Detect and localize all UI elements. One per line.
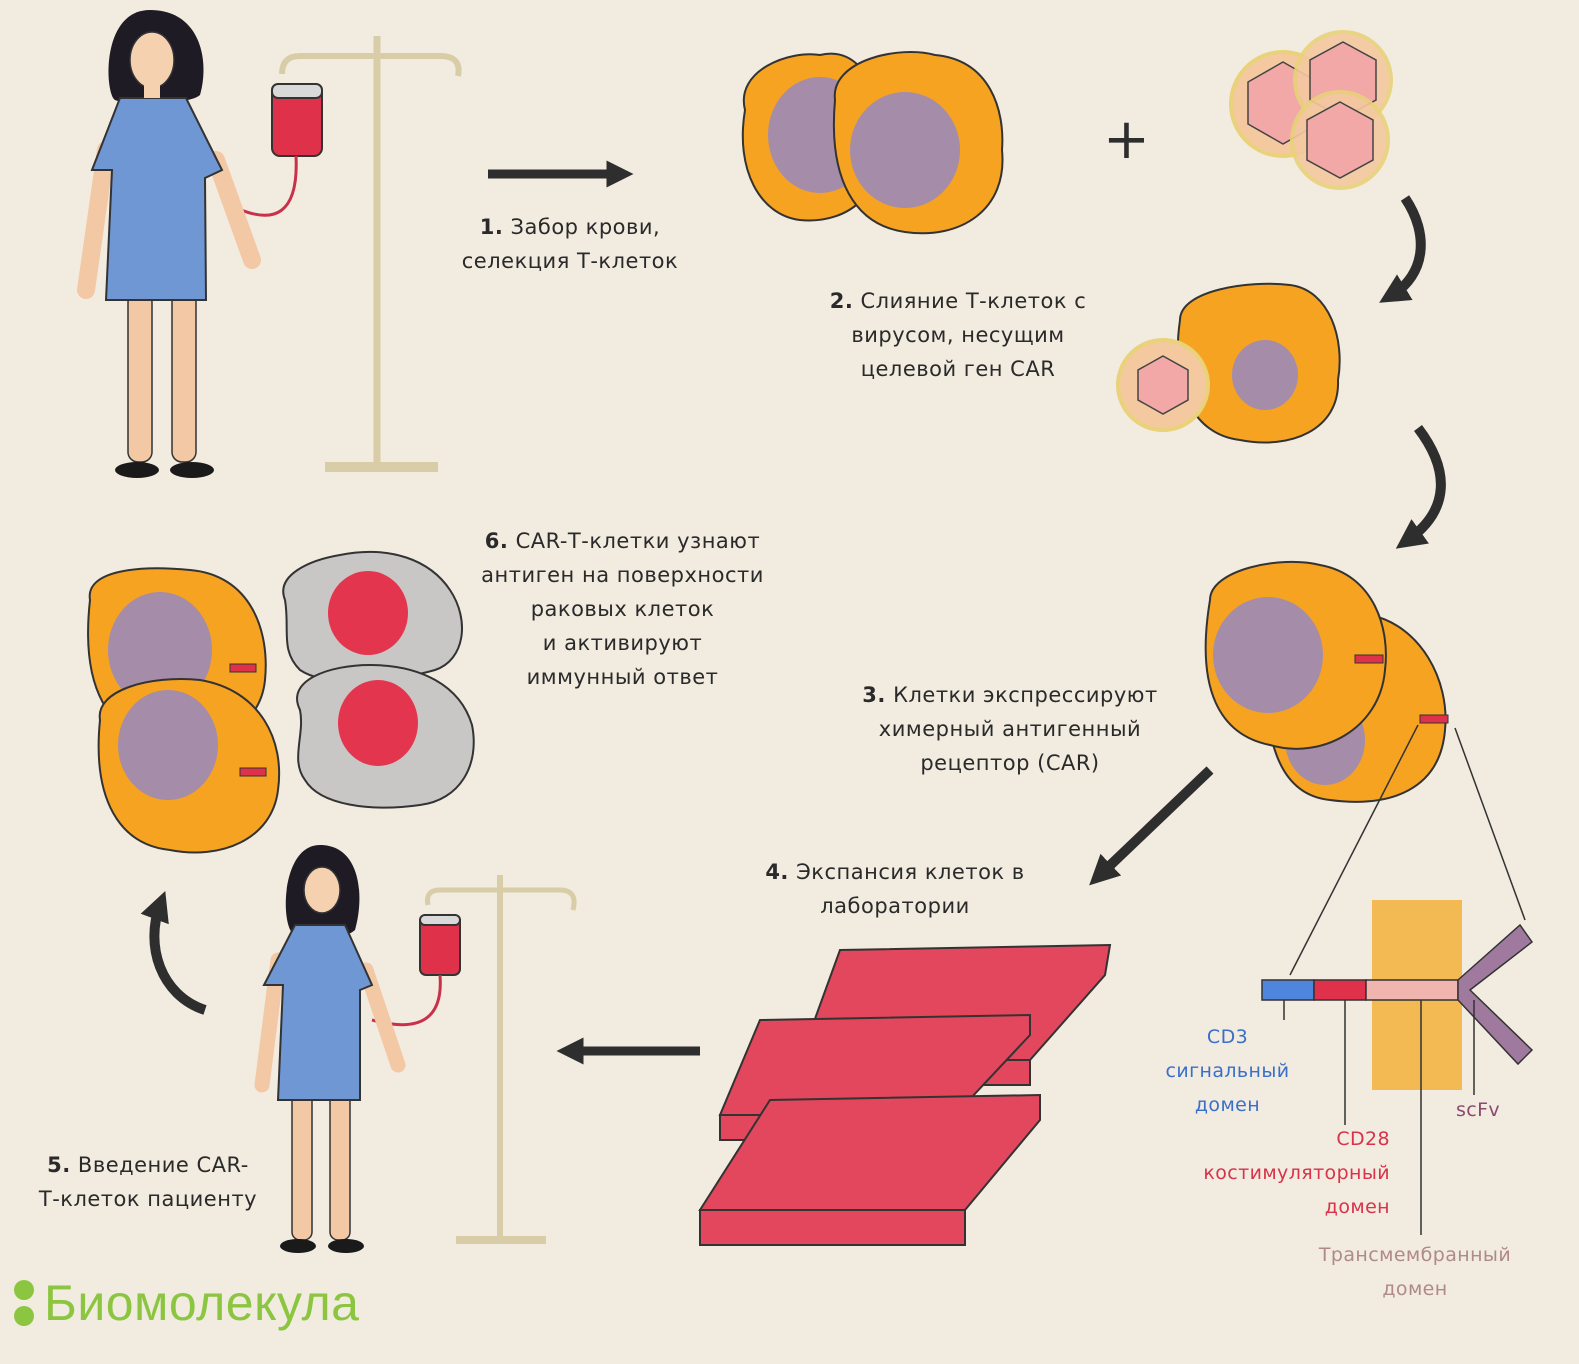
logo-text: Биомолекула [44, 1275, 360, 1331]
step2-label: 2. Слияние Т-клеток с вирусом, несущим ц… [788, 284, 1128, 386]
step1-label: 1. Забор крови, селекция Т-клеток [420, 210, 720, 278]
step3-label: 3. Клетки экспрессируют химерный антиген… [830, 678, 1190, 780]
arrow-step4 [1089, 766, 1214, 886]
car-t-cells-step6 [87, 567, 281, 854]
step5-line1: 5. Введение CAR- [47, 1153, 249, 1177]
logo-dots-icon [14, 1280, 34, 1326]
step2-line2: вирусом, несущим [851, 323, 1065, 347]
step2-line1: 2. Слияние Т-клеток с [829, 289, 1087, 313]
step5-label: 5. Введение CAR- Т-клеток пациенту [18, 1148, 278, 1216]
step6-line4: и активируют [542, 631, 703, 655]
plus-sign: + [1103, 107, 1150, 172]
blood-bag-top [271, 83, 323, 157]
car-receptor-detail [1261, 900, 1534, 1235]
viruses [1229, 30, 1393, 190]
step4-label: 4. Экспансия клеток в лаборатории [730, 855, 1060, 923]
cd28-label: CD28 костимуляторный домен [1203, 1128, 1390, 1218]
step6-label: 6. CAR-Т-клетки узнают антиген на поверх… [455, 524, 790, 694]
patient-bottom [254, 845, 577, 1253]
fusion-cell [1116, 282, 1341, 444]
blood-bag-bottom [419, 914, 461, 976]
step4-line1: 4. Экспансия клеток в [765, 860, 1025, 884]
step5-line2: Т-клеток пациенту [38, 1187, 258, 1211]
t-cells-top [741, 51, 1004, 235]
patient-top [77, 10, 462, 478]
step1-line1: 1. Забор крови, [479, 215, 661, 239]
car-t-cells-step3 [1204, 561, 1449, 803]
cd3-label: CD3 сигнальный домен [1165, 1026, 1290, 1116]
step3-line3: рецептор (CAR) [920, 751, 1100, 775]
transmembrane-label: Трансмембранный домен [1318, 1244, 1512, 1300]
step6-line3: раковых клеток [530, 597, 715, 621]
cancer-cells [282, 551, 475, 809]
step4-line2: лаборатории [820, 894, 970, 918]
step6-line1: 6. CAR-Т-клетки узнают [484, 529, 761, 553]
culture-flasks [698, 943, 1112, 1246]
step6-line2: антиген на поверхности [481, 563, 764, 587]
step1-line2: селекция Т-клеток [461, 249, 679, 273]
step2-line3: целевой ген CAR [860, 357, 1056, 381]
step3-line1: 3. Клетки экспрессируют [862, 683, 1158, 707]
step3-line2: химерный антигенный [878, 717, 1142, 741]
step6-line5: иммунный ответ [526, 665, 719, 689]
biomolecula-logo: Биомолекула [14, 1268, 359, 1338]
arrow-step6 [140, 890, 207, 1015]
arrow-step3 [1395, 424, 1446, 549]
arrow-step2 [1379, 195, 1426, 303]
scfv-label: scFv [1455, 1099, 1501, 1121]
